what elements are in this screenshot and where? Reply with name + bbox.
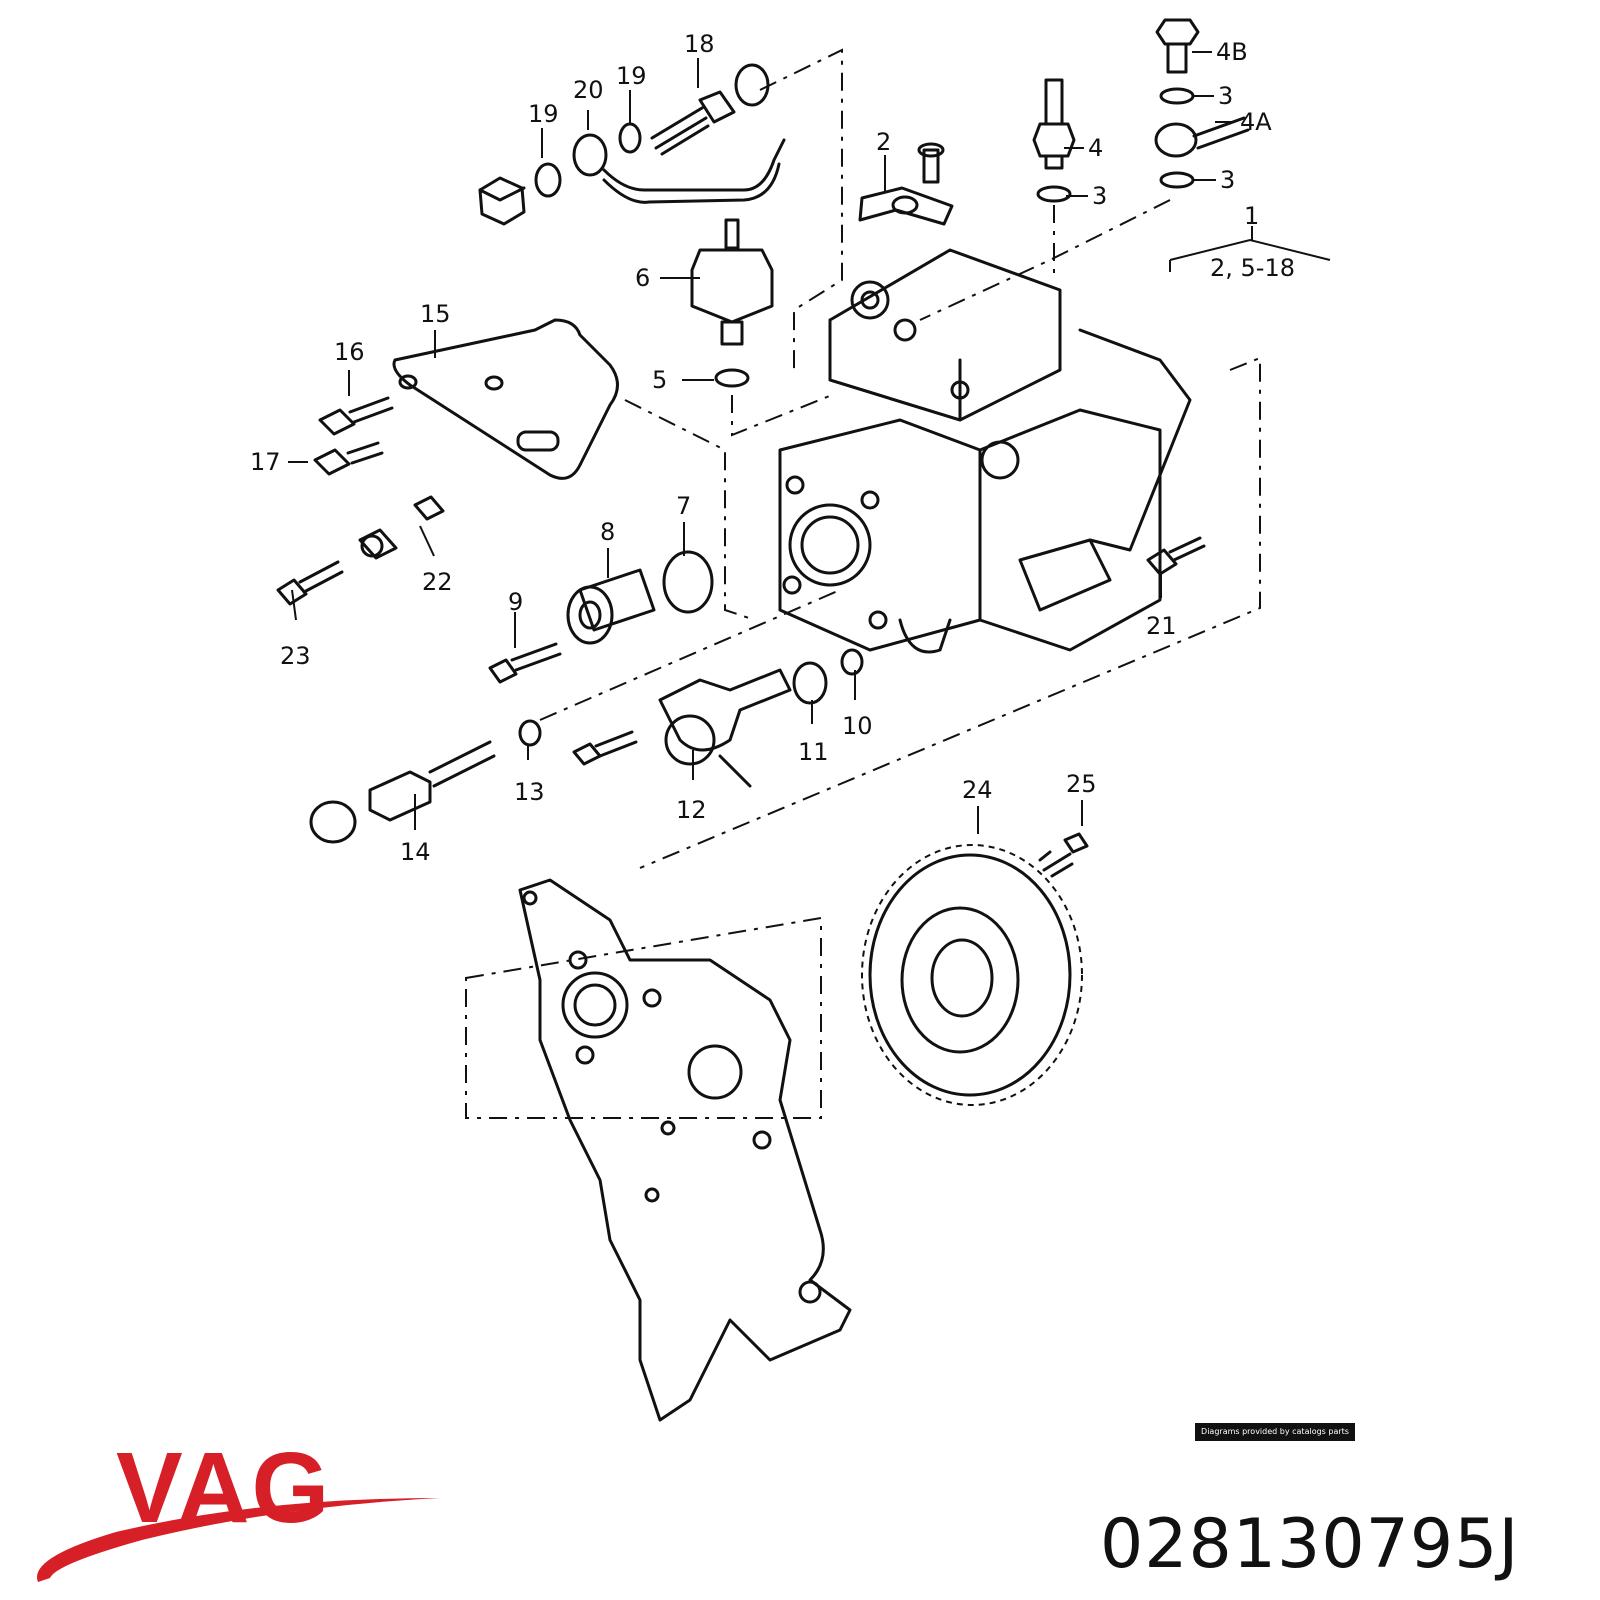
callout-20: 20 — [573, 76, 604, 104]
brand-logo-text: VAG — [116, 1440, 331, 1544]
vag-logo: VAG — [36, 1440, 440, 1582]
banjo-fitting-assembly — [1154, 18, 1250, 189]
callout-1: 1 — [1244, 202, 1259, 230]
callout-2-5-18: 2, 5-18 — [1210, 254, 1295, 282]
callout-labels: 18 19 20 19 2 4 3 4B 3 4A 3 1 2, 5-18 6 … — [250, 30, 1295, 866]
callout-8: 8 — [600, 518, 615, 546]
callout-9: 9 — [508, 588, 523, 616]
callout-18: 18 — [684, 30, 715, 58]
callout-19: 19 — [528, 100, 559, 128]
part-number: 028130795J — [1100, 1505, 1520, 1584]
leader-lines — [288, 51, 1331, 834]
screw-part-21 — [1146, 536, 1206, 576]
fittings-left-group — [276, 495, 714, 684]
callout-11: 11 — [798, 738, 829, 766]
solenoid-part-6 — [690, 218, 774, 388]
callout-13: 13 — [514, 778, 545, 806]
callout-3: 3 — [1218, 82, 1233, 110]
callout-3: 3 — [1092, 182, 1107, 210]
callout-4b: 4B — [1216, 38, 1248, 66]
callout-23: 23 — [280, 642, 311, 670]
drive-gear-part-24 — [861, 832, 1089, 1106]
callout-2: 2 — [876, 128, 891, 156]
callout-22: 22 — [422, 568, 453, 596]
bracket-part-15 — [313, 318, 619, 480]
callout-19: 19 — [616, 62, 647, 90]
callout-10: 10 — [842, 712, 873, 740]
callout-3: 3 — [1220, 166, 1235, 194]
callout-5: 5 — [652, 366, 667, 394]
callout-16: 16 — [334, 338, 365, 366]
assembly-guide-lines — [465, 48, 1261, 1119]
callout-25: 25 — [1066, 770, 1097, 798]
callout-17: 17 — [250, 448, 281, 476]
callout-12: 12 — [676, 796, 707, 824]
callout-15: 15 — [420, 300, 451, 328]
fittings-lower-group — [309, 648, 864, 844]
callout-24: 24 — [962, 776, 993, 804]
callout-4: 4 — [1088, 134, 1103, 162]
injection-pump-body — [778, 248, 1192, 654]
clamp-part-2 — [858, 142, 954, 226]
callout-21: 21 — [1146, 612, 1177, 640]
callout-6: 6 — [635, 264, 650, 292]
callout-14: 14 — [400, 838, 431, 866]
diagram-credit: Diagrams provided by catalogs parts — [1195, 1423, 1355, 1441]
callout-4a: 4A — [1240, 108, 1272, 136]
sensor-part-4 — [1032, 78, 1076, 203]
mounting-bracket — [518, 878, 852, 1422]
callout-7: 7 — [676, 492, 691, 520]
